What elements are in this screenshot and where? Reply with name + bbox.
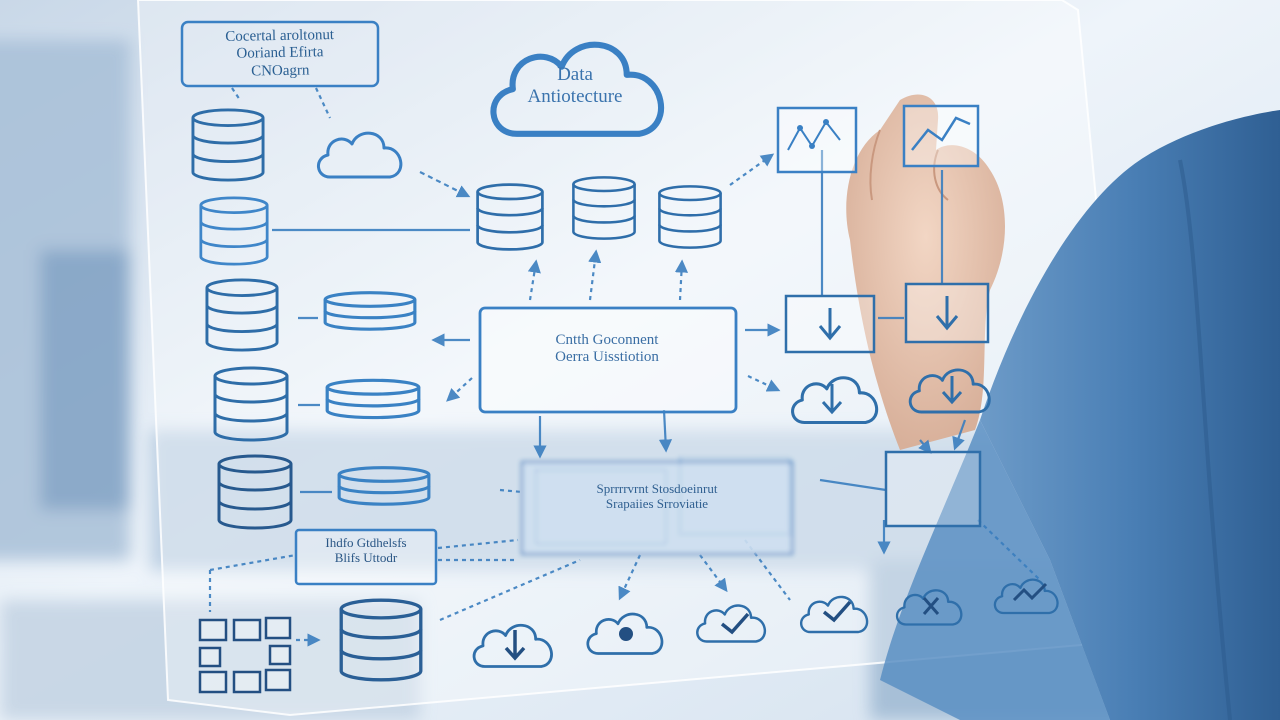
hand bbox=[846, 94, 1005, 451]
note-box bbox=[180, 20, 380, 88]
cloud-icon bbox=[908, 368, 991, 414]
close-icon bbox=[895, 589, 963, 626]
person bbox=[846, 94, 1280, 720]
checkmark-icon bbox=[799, 595, 869, 634]
cloud-icon bbox=[586, 612, 664, 655]
download-icon bbox=[784, 294, 876, 354]
warehouse-panel bbox=[521, 457, 793, 555]
download-icon bbox=[472, 623, 553, 668]
checkmark-icon bbox=[695, 604, 767, 643]
process-box bbox=[884, 450, 982, 528]
cloud-icon bbox=[791, 376, 879, 425]
chart-icon bbox=[776, 106, 858, 174]
tag-box bbox=[294, 528, 438, 586]
chart-icon bbox=[902, 104, 980, 168]
download-icon bbox=[904, 282, 990, 344]
grid-icon bbox=[198, 616, 292, 694]
hub-box bbox=[478, 306, 738, 414]
trend-icon bbox=[993, 578, 1059, 615]
